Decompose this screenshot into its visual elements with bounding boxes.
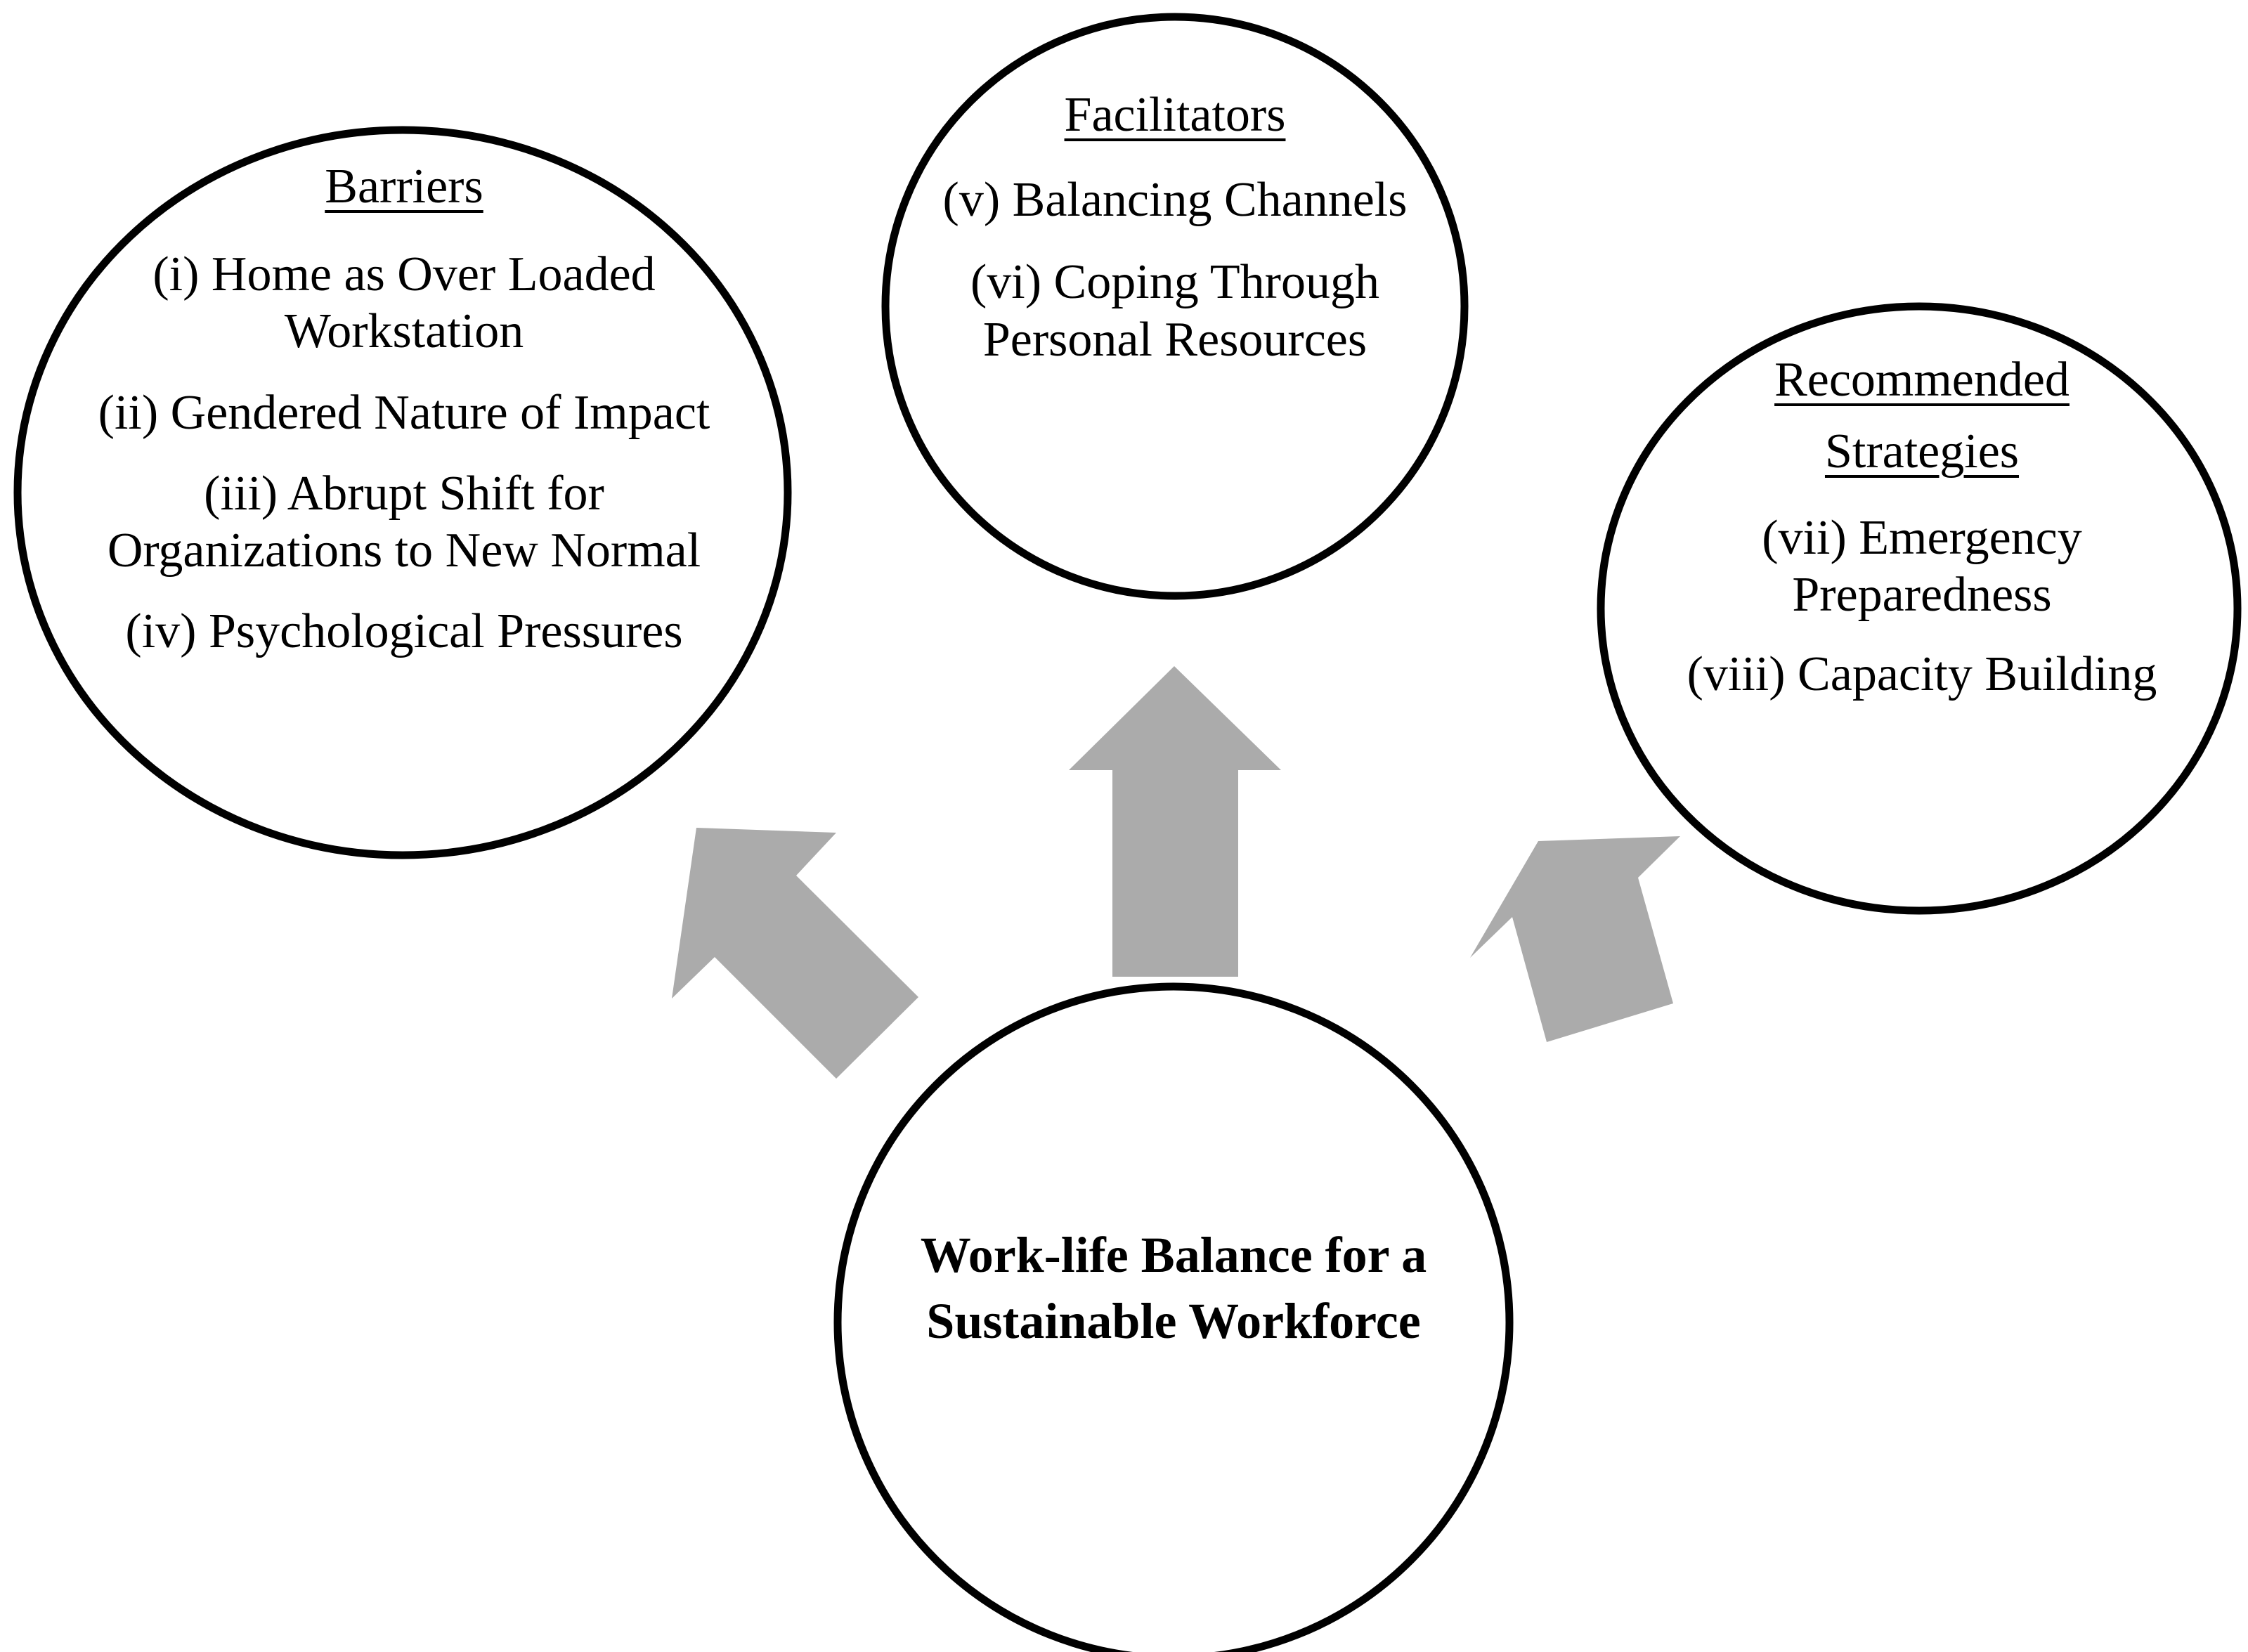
- facilitators-circle[interactable]: [881, 13, 1469, 600]
- arrow-to-strategies: [1470, 836, 1680, 1042]
- core-circle[interactable]: [833, 982, 1514, 1652]
- strategies-item-1: (vii) Emergency Preparedness: [1762, 511, 2082, 623]
- facilitators-title: Facilitators: [1064, 88, 1286, 142]
- barriers-item-1: (i) Home as Over Loaded Workstation: [152, 247, 656, 359]
- arrow-to-facilitators: [1069, 666, 1281, 977]
- barriers-item-2: (ii) Gendered Nature of Impact: [98, 385, 710, 440]
- strategies-item-2: (viii) Capacity Building: [1687, 647, 2157, 702]
- connector-arrows: [672, 666, 1680, 1079]
- facilitators-node-text: Facilitators (v) Balancing Channels (vi)…: [929, 86, 1421, 368]
- barriers-node-text: Barriers (i) Home as Over Loaded Worksta…: [67, 158, 741, 660]
- arrow-to-barriers: [672, 828, 918, 1079]
- barriers-item-4: (iv) Psychological Pressures: [125, 604, 683, 659]
- barriers-circle[interactable]: [13, 126, 792, 859]
- strategies-title-line-1: Recommended: [1774, 353, 2070, 407]
- core-node-label: Work-life Balance for a Sustainable Work…: [920, 1227, 1427, 1349]
- strategies-title-line-2: Strategies: [1824, 424, 2020, 479]
- facilitators-item-2: (vi) Coping Through Personal Resources: [970, 255, 1379, 367]
- barriers-item-3: (iii) Abrupt Shift for Organizations to …: [107, 466, 701, 578]
- barriers-title: Barriers: [325, 160, 483, 214]
- strategies-circle[interactable]: [1597, 302, 2242, 915]
- facilitators-item-1: (v) Balancing Channels: [942, 173, 1408, 228]
- strategies-title: Recommended Strategies: [1644, 344, 2200, 487]
- strategies-node-text: Recommended Strategies (vii) Emergency P…: [1644, 344, 2200, 703]
